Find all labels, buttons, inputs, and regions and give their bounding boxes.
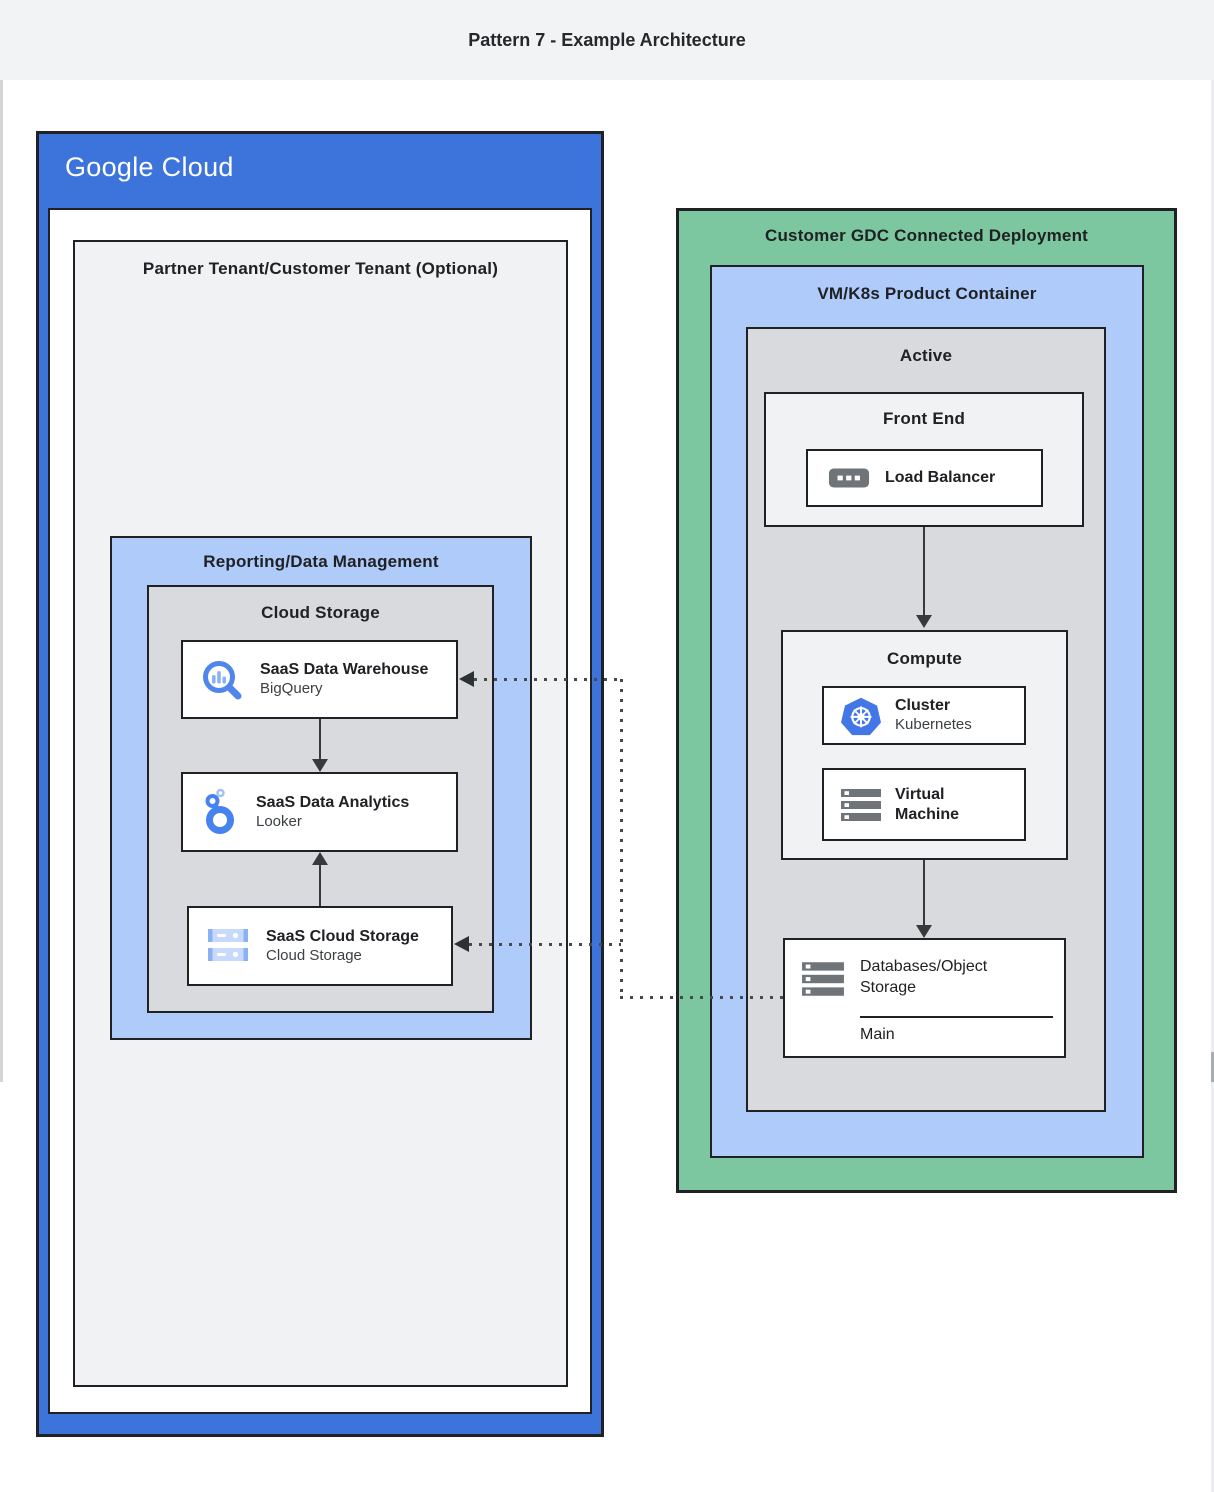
- active-zone: Active Front End: [746, 327, 1106, 1112]
- partner-tenant-title: Partner Tenant/Customer Tenant (Optional…: [142, 259, 499, 278]
- arrow-frontend-to-compute: [916, 527, 932, 628]
- saas-cloud-storage-title: SaaS Cloud Storage: [266, 927, 419, 945]
- saas-data-analytics-subtitle: Looker: [256, 812, 302, 830]
- virtual-machine-title: Virtual Machine: [895, 785, 960, 823]
- page-title: Pattern 7 - Example Architecture: [468, 29, 746, 50]
- saas-data-analytics-card: SaaS Data Analytics Looker: [181, 772, 458, 852]
- cluster-subtitle: Kubernetes: [895, 716, 972, 734]
- saas-data-analytics-title: SaaS Data Analytics: [256, 793, 410, 811]
- load-balancer-icon: [828, 467, 870, 489]
- bigquery-icon: [199, 657, 245, 703]
- dotted-arrowhead-storage: [454, 936, 469, 952]
- kubernetes-icon: [840, 696, 882, 736]
- gdc-deployment-container: Customer GDC Connected Deployment VM/K8s…: [676, 208, 1177, 1193]
- database-divider: [860, 1016, 1053, 1018]
- saas-cloud-storage-card: SaaS Cloud Storage Cloud Storage: [187, 906, 453, 986]
- saas-data-warehouse-title: SaaS Data Warehouse: [260, 661, 429, 679]
- load-balancer-card: Load Balancer: [806, 449, 1043, 507]
- load-balancer-label: Load Balancer: [885, 469, 996, 486]
- page-header: Pattern 7 - Example Architecture: [0, 0, 1214, 80]
- saas-data-warehouse-card: SaaS Data Warehouse BigQuery: [181, 640, 458, 719]
- arrow-warehouse-to-analytics: [312, 719, 328, 772]
- page-edge-left: [0, 80, 3, 1082]
- arrow-storage-to-analytics: [312, 852, 328, 906]
- virtual-machine-icon: [840, 788, 882, 822]
- vmk8s-title: VM/K8s Product Container: [817, 284, 1037, 303]
- cloud-storage-zone-title: Cloud Storage: [261, 603, 380, 622]
- database-instance-label: Main: [860, 1026, 895, 1043]
- page-edge-right-notch: [1211, 1052, 1214, 1082]
- page-edge-right: [1211, 80, 1214, 1492]
- arrow-compute-to-database: [916, 860, 932, 938]
- reporting-title: Reporting/Data Management: [203, 552, 439, 571]
- dotted-arrowhead-warehouse: [459, 671, 474, 687]
- database-card: Databases/Object Storage Main: [783, 938, 1066, 1058]
- cluster-card: Cluster Kubernetes: [822, 686, 1026, 745]
- cluster-title: Cluster: [895, 697, 951, 715]
- vmk8s-product-container: VM/K8s Product Container Active Front En…: [710, 265, 1144, 1158]
- cloud-storage-icon: [205, 925, 251, 967]
- virtual-machine-card: Virtual Machine: [822, 768, 1026, 841]
- front-end-zone: Front End Load Balancer: [764, 392, 1084, 527]
- database-title: Databases/Object Storage: [860, 958, 988, 996]
- saas-cloud-storage-subtitle: Cloud Storage: [266, 946, 362, 964]
- compute-zone: Compute: [781, 630, 1068, 860]
- dotted-line-warehouse-horizontal: [474, 678, 621, 681]
- saas-data-warehouse-subtitle: BigQuery: [260, 680, 323, 698]
- dotted-line-storage-horizontal: [469, 943, 621, 946]
- dotted-line-vertical: [620, 679, 623, 998]
- google-cloud-container: Google Cloud Partner Tenant/Customer Ten…: [36, 131, 604, 1437]
- gdc-deployment-title: Customer GDC Connected Deployment: [764, 226, 1089, 245]
- active-title: Active: [899, 346, 953, 365]
- cloud-storage-zone: Cloud Storage: [147, 585, 494, 1013]
- looker-icon: [199, 788, 241, 836]
- google-cloud-logo: Google Cloud: [65, 152, 234, 182]
- compute-title: Compute: [886, 649, 963, 668]
- partner-tenant-zone: Partner Tenant/Customer Tenant (Optional…: [73, 240, 568, 1387]
- front-end-title: Front End: [882, 409, 966, 428]
- google-cloud-inner-frame: Partner Tenant/Customer Tenant (Optional…: [48, 208, 592, 1414]
- reporting-zone: Reporting/Data Management Cloud Storage: [110, 536, 532, 1040]
- dotted-line-database-horizontal: [620, 996, 785, 999]
- database-icon: [801, 961, 845, 997]
